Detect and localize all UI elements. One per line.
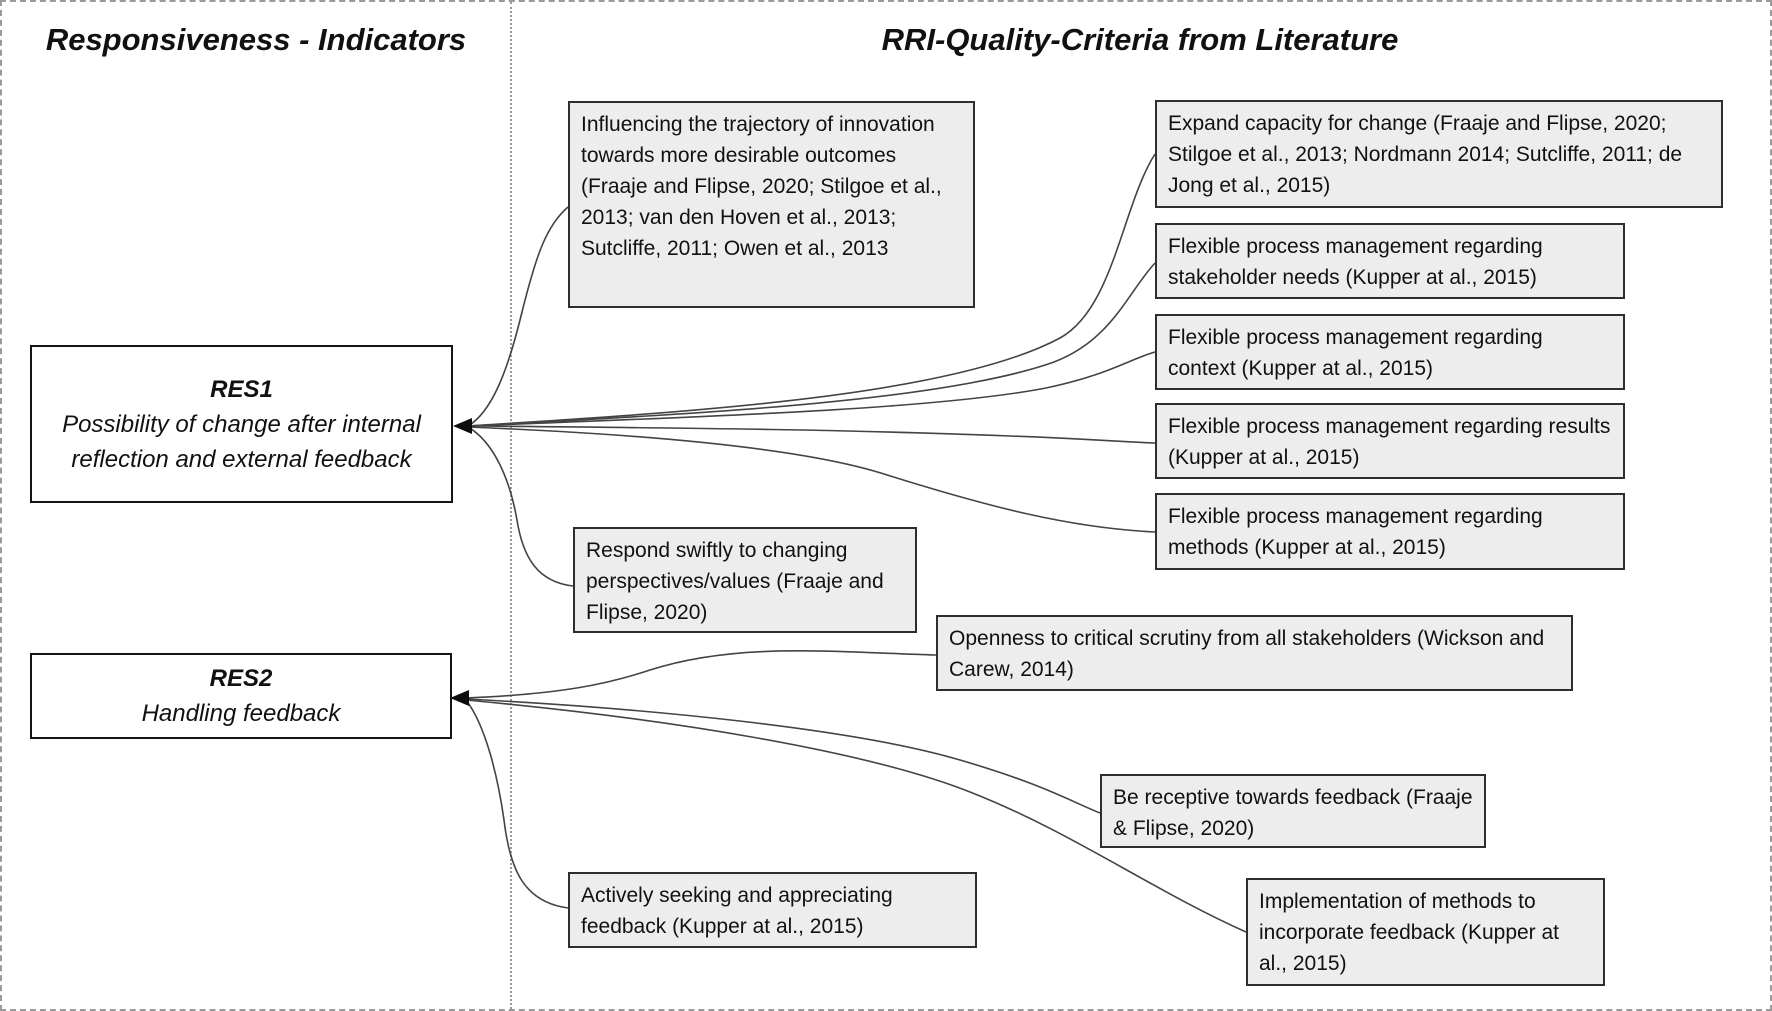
connector-res1-results [467,425,1156,444]
indicator-code: RES2 [209,665,273,692]
connector-res1-methods [467,426,1156,533]
connector-res2-openness [465,650,937,699]
criteria-box-actively-seeking: Actively seeking and appreciating feedba… [568,872,977,948]
res1-arrowhead-icon [453,418,472,434]
connector-res2-receptive [465,698,1101,814]
right-panel-title: RRI-Quality-Criteria from Literature [881,22,1399,57]
indicator-description: Handling feedback [141,700,341,727]
criteria-box-influencing-trajectory: Influencing the trajectory of innovation… [568,101,975,308]
res2-arrowhead-icon [450,690,469,706]
criteria-box-respond-swiftly: Respond swiftly to changing perspectives… [573,527,917,633]
indicator-box-res2: RES2 Handling feedback [30,653,452,739]
criteria-box-flexible-methods: Flexible process management regarding me… [1155,493,1625,570]
connector-res2-actively [465,699,569,909]
criteria-box-openness-scrutiny: Openness to critical scrutiny from all s… [936,615,1573,691]
indicator-code: RES1 [210,375,273,403]
criteria-box-expand-capacity: Expand capacity for change (Fraaje and F… [1155,100,1723,208]
left-panel-title: Responsiveness - Indicators [45,22,467,57]
criteria-box-be-receptive: Be receptive towards feedback (Fraaje & … [1100,774,1486,848]
connector-res1-influencing [467,206,569,427]
indicator-description: Possibility of change after internal ref… [62,410,421,473]
criteria-box-implementation-methods: Implementation of methods to incorporate… [1246,878,1605,986]
criteria-box-flexible-results: Flexible process management regarding re… [1155,403,1625,479]
criteria-box-flexible-context: Flexible process management regarding co… [1155,314,1625,390]
connector-res1-context [467,351,1156,427]
criteria-box-flexible-stakeholder: Flexible process management regarding st… [1155,223,1625,299]
indicator-box-res1: RES1 Possibility of change after interna… [30,345,453,503]
panel-divider-line [510,2,512,1009]
connector-res1-respond [467,426,574,587]
